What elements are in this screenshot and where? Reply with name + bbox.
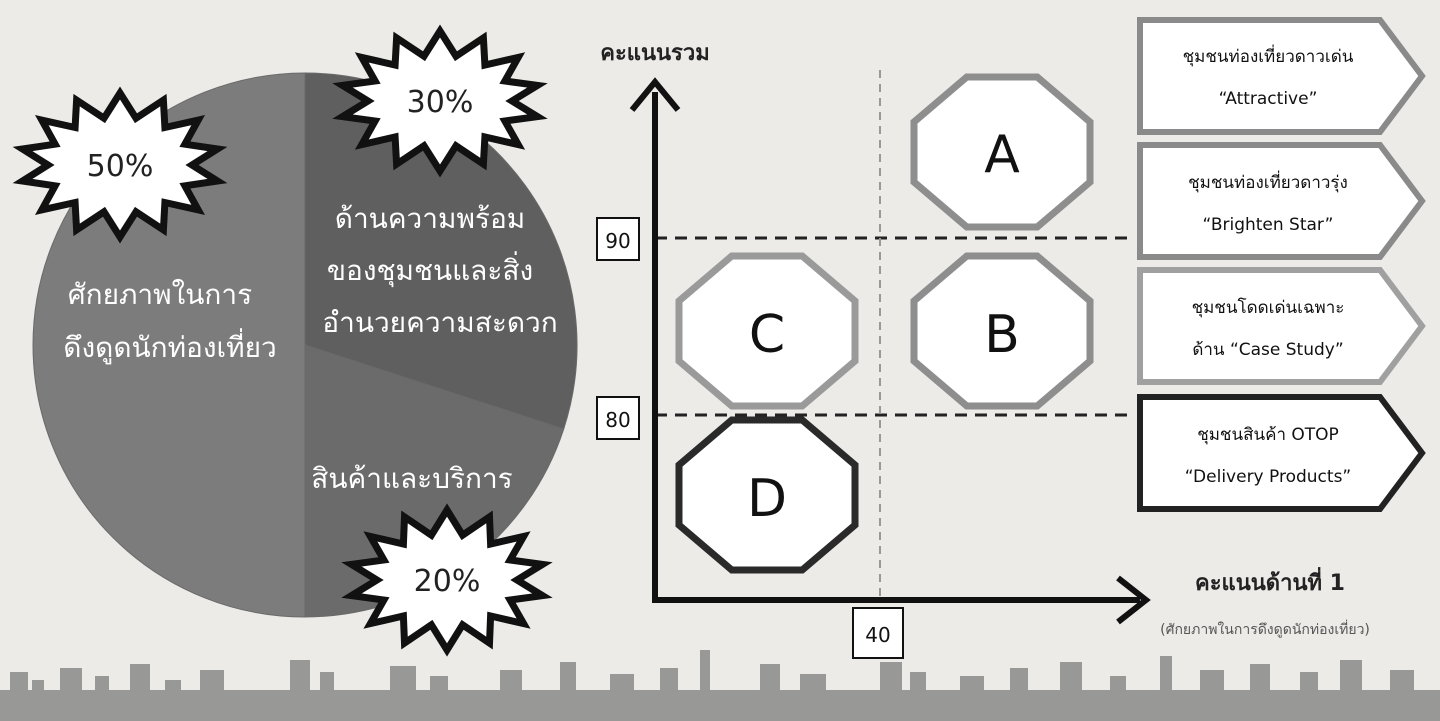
x-axis-arrowhead (1116, 575, 1151, 625)
tick-label-40: 40 (865, 623, 890, 647)
badge-20-percent: 20% (341, 503, 553, 657)
cell-B-letter: B (984, 305, 1020, 365)
y-axis-arrowhead (629, 77, 681, 112)
tick-label-80: 80 (605, 408, 630, 432)
score-matrix: คะแนนรวม 90 80 40 A B C D (596, 41, 1370, 659)
badge-50-text: 50% (87, 149, 154, 184)
cell-C: C (675, 252, 859, 410)
badge-50-percent: 50% (12, 86, 228, 244)
legend-case-study-line2: ด้าน “Case Study” (1192, 340, 1343, 360)
tick-box-80 (596, 396, 640, 440)
tick-box-40 (852, 607, 904, 659)
legend: ชุมชนท่องเที่ยวดาวเด่น “Attractive” ชุมช… (1137, 17, 1426, 512)
skyline-decoration (0, 650, 1440, 721)
slice-label-readiness-line2: ของชุมชนและสิ่ง (327, 251, 533, 288)
pie-chart: ศักยภาพในการ ดึงดูดนักท่องเที่ยว ด้านควา… (32, 72, 578, 618)
cell-D-letter: D (747, 469, 787, 529)
legend-brighten-star-line1: ชุมชนท่องเที่ยวดาวรุ่ง (1188, 170, 1348, 193)
slice-label-attraction-line2: ดึงดูดนักท่องเที่ยว (63, 328, 276, 365)
x-axis-sublabel: (ศักยภาพในการดึงดูดนักท่องเที่ยว) (1160, 620, 1370, 638)
badge-20-text: 20% (414, 564, 481, 599)
legend-item-delivery-products: ชุมชนสินค้า OTOP “Delivery Products” (1137, 394, 1426, 512)
legend-item-case-study: ชุมชนโดดเด่นเฉพาะ ด้าน “Case Study” (1137, 267, 1426, 385)
cell-A-letter: A (984, 125, 1020, 185)
legend-brighten-star-line2: “Brighten Star” (1203, 215, 1334, 235)
badge-30-text: 30% (407, 85, 474, 120)
legend-item-attractive: ชุมชนท่องเที่ยวดาวเด่น “Attractive” (1137, 17, 1426, 135)
cell-C-letter: C (749, 305, 785, 365)
tick-box-90 (596, 217, 640, 261)
legend-attractive-line1: ชุมชนท่องเที่ยวดาวเด่น (1183, 44, 1354, 67)
legend-delivery-products-line2: “Delivery Products” (1185, 467, 1351, 487)
slice-label-readiness-line1: ด้านความพร้อม (335, 202, 525, 235)
slice-label-readiness-line3: อำนวยความสะดวก (322, 306, 557, 339)
cell-A: A (910, 73, 1094, 231)
badge-30-percent: 30% (332, 24, 548, 178)
legend-attractive-line2: “Attractive” (1219, 89, 1318, 109)
slice-label-attraction-line1: ศักยภาพในการ (68, 278, 252, 311)
tick-label-90: 90 (605, 229, 630, 253)
legend-case-study-line1: ชุมชนโดดเด่นเฉพาะ (1192, 297, 1345, 318)
legend-item-brighten-star: ชุมชนท่องเที่ยวดาวรุ่ง “Brighten Star” (1137, 142, 1426, 260)
slice-label-products: สินค้าและบริการ (311, 462, 512, 495)
cell-B: B (910, 252, 1094, 410)
y-axis-label: คะแนนรวม (600, 41, 709, 66)
x-axis-label: คะแนนด้านที่ 1 (1195, 566, 1345, 596)
cell-D: D (675, 416, 859, 574)
legend-delivery-products-line1: ชุมชนสินค้า OTOP (1197, 425, 1339, 445)
